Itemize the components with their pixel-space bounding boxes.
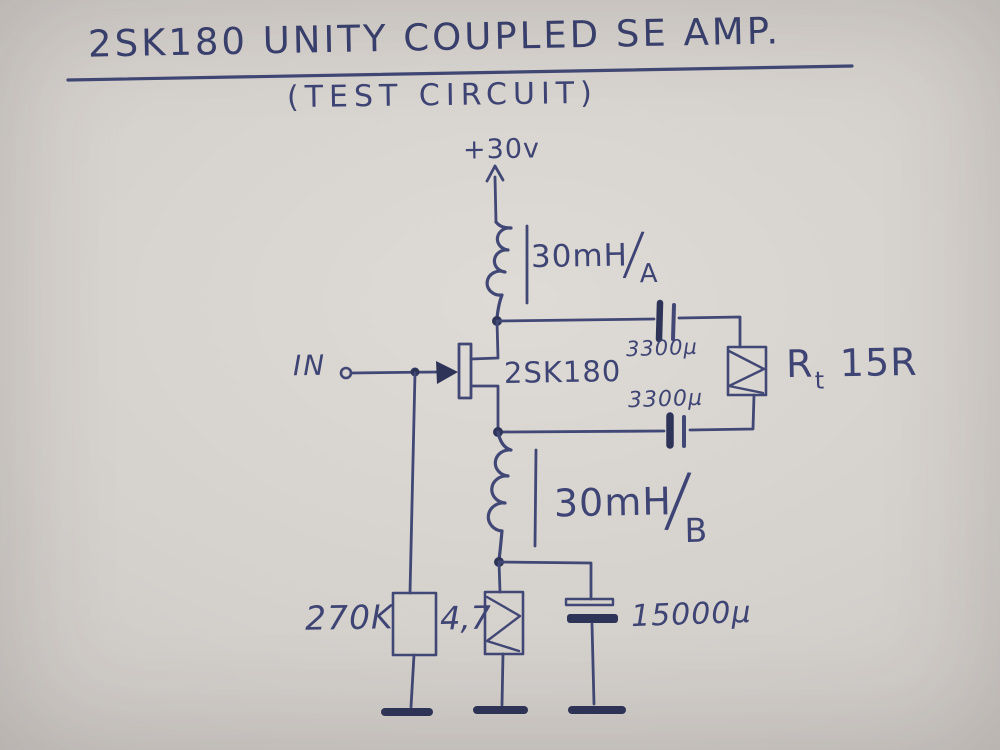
inductor-a-coil: [485, 220, 513, 320]
wire-supply: [493, 175, 498, 224]
wire-fet-source: [469, 384, 500, 434]
ground-symbol-left: [381, 708, 433, 716]
gate-resistor-box: [391, 591, 438, 657]
fet-gate-arrow-icon: [436, 361, 458, 384]
inductor-b-core: [533, 448, 538, 548]
load-resistor-zigzag: [727, 349, 766, 395]
input-label: IN: [292, 348, 327, 383]
ground-symbol-right: [568, 706, 626, 714]
wire-drain-to-cap: [495, 317, 656, 323]
wire-gate-resistor-ground: [409, 653, 416, 709]
transistor-label: 2SK180: [503, 353, 622, 391]
bypass-cap-plate-bottom: [567, 614, 618, 623]
inductor-a-value: 30mH: [530, 237, 629, 276]
source-resistor-label: 4,7: [439, 598, 492, 638]
load-value: 15R: [839, 339, 918, 386]
wire-cap-to-load-top: [677, 315, 742, 349]
coupling-cap-top-plate-left: [655, 299, 664, 343]
load-subscript: t: [814, 366, 826, 395]
coupling-cap-bottom-label: 3300µ: [627, 385, 704, 414]
fet-channel-bar: [457, 342, 473, 400]
inductor-b-label: 30mH / B: [553, 456, 707, 553]
wire-source-resistor-ground: [500, 652, 505, 707]
inductor-b-value: 30mH: [553, 479, 673, 526]
supply-arrow-icon: [485, 164, 505, 183]
load-prefix: R: [785, 341, 814, 387]
wire-gate: [349, 370, 439, 375]
wire-cap-to-source: [500, 429, 666, 434]
bypass-cap-label: 15000µ: [630, 594, 753, 635]
inductor-b-coil: [486, 430, 513, 562]
in-terminal-circle: [339, 366, 353, 380]
source-resistor-zigzag: [485, 595, 522, 653]
supply-voltage-label: +30v: [462, 133, 541, 166]
coupling-cap-top-label: 3300µ: [625, 334, 699, 362]
load-resistor-label: Rt 15R: [785, 339, 918, 395]
wire-gate-resistor: [408, 371, 417, 595]
load-resistor-box: [726, 345, 768, 397]
gate-resistor-label: 270K: [304, 597, 394, 638]
bypass-cap-plate-top: [564, 597, 615, 607]
title-underline: [66, 64, 854, 82]
wire-to-bypass-cap: [497, 560, 593, 601]
inductor-a-label: 30mH / A: [530, 219, 658, 291]
page-subtitle: (TEST CIRCUIT): [286, 75, 599, 116]
wire-to-source-resistor: [497, 560, 502, 594]
wire-load-to-cap-bottom: [688, 393, 756, 432]
source-resistor-box: [483, 590, 525, 656]
wire-fet-drain: [469, 319, 500, 361]
wire-bypass-to-ground: [590, 622, 596, 706]
ground-symbol-middle: [473, 706, 528, 714]
coupling-cap-top-plate-right: [671, 303, 676, 341]
